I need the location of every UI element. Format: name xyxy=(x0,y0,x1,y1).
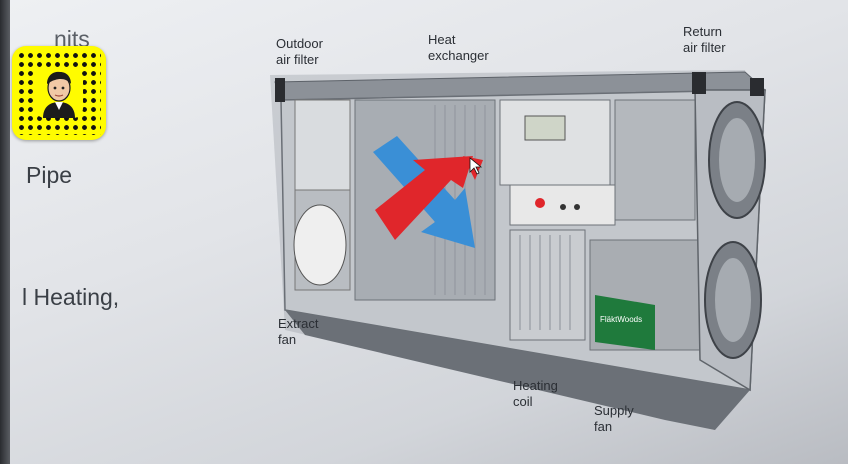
red-airflow-arrow xyxy=(375,156,473,240)
unit-logo: FläktWoods xyxy=(600,315,642,324)
label-supply-fan: Supply fan xyxy=(594,403,634,434)
label-heating-coil: Heating coil xyxy=(513,378,558,409)
label-heat-exchanger: Heat exchanger xyxy=(428,32,489,63)
bitmoji-avatar-icon xyxy=(43,71,75,118)
air-handling-unit-image: FläktWoods xyxy=(270,70,767,430)
mouse-cursor-icon xyxy=(469,157,483,175)
slide-text-pipe: Pipe xyxy=(26,162,73,188)
screen-bezel xyxy=(0,0,10,464)
label-return-air-filter: Return air filter xyxy=(683,24,726,55)
snapcode-badge[interactable] xyxy=(12,46,106,140)
label-outdoor-air-filter: Outdoor air filter xyxy=(276,36,323,67)
label-extract-fan: Extract fan xyxy=(278,316,319,347)
slide-text-heating: l Heating, xyxy=(22,284,120,310)
